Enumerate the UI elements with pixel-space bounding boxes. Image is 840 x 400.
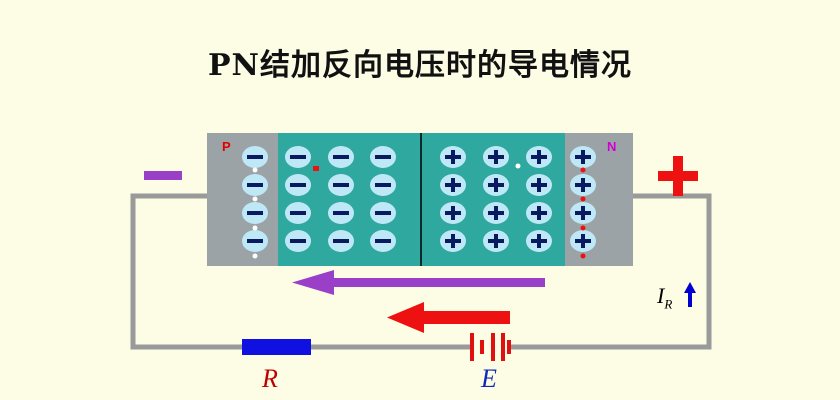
ion-grid xyxy=(242,146,596,252)
pn-junction-block xyxy=(207,133,633,266)
current-label: IR xyxy=(657,283,672,312)
battery xyxy=(470,333,511,361)
plus-sign-icon xyxy=(658,156,698,196)
n-region-label: N xyxy=(607,139,617,154)
p-region-label: P xyxy=(222,139,231,154)
up-arrow-icon xyxy=(684,282,696,307)
plus-ion-icon xyxy=(483,146,509,168)
minus-ion-icon xyxy=(328,230,354,252)
plus-ion-icon xyxy=(526,230,552,252)
plus-ion-icon xyxy=(570,202,596,224)
right-wire xyxy=(511,193,712,350)
plus-ion-icon xyxy=(483,230,509,252)
plus-ion-icon xyxy=(483,202,509,224)
minus-ion-icon xyxy=(370,202,396,224)
minus-ion-icon xyxy=(370,174,396,196)
plus-ion-icon xyxy=(526,174,552,196)
minus-ion-icon xyxy=(328,146,354,168)
plus-ion-icon xyxy=(440,230,466,252)
resistor-label: R xyxy=(262,364,278,393)
minus-ion-icon xyxy=(328,174,354,196)
plus-ion-icon xyxy=(440,202,466,224)
p-boundary-dots xyxy=(252,167,258,259)
current-subscript: R xyxy=(664,296,673,312)
minus-ion-icon xyxy=(370,230,396,252)
plus-ion-icon xyxy=(526,202,552,224)
left-wire xyxy=(130,193,242,350)
plus-ion-icon xyxy=(526,146,552,168)
minus-ion-icon xyxy=(285,202,311,224)
minority-electron xyxy=(515,163,521,169)
circuit-wires xyxy=(130,193,712,350)
page-title: PN结加反向电压时的导电情况 xyxy=(208,48,632,83)
plus-ion-icon xyxy=(440,146,466,168)
minus-ion-icon xyxy=(242,146,268,168)
plus-ion-icon xyxy=(570,146,596,168)
inner-field-arrow xyxy=(292,270,545,295)
battery-label: E xyxy=(481,364,497,393)
current-symbol: I xyxy=(657,283,665,308)
carrier-dots xyxy=(252,163,586,259)
plus-ion-icon xyxy=(483,174,509,196)
minus-ion-icon xyxy=(242,202,268,224)
plus-ion-icon xyxy=(570,230,596,252)
resistor xyxy=(242,339,311,355)
minus-ion-icon xyxy=(242,174,268,196)
plus-ion-icon xyxy=(440,174,466,196)
minus-ion-icon xyxy=(370,146,396,168)
external-field-arrow xyxy=(387,302,510,333)
minus-ion-icon xyxy=(285,146,311,168)
plus-ion-icon xyxy=(570,174,596,196)
minus-sign-icon xyxy=(144,171,182,180)
minority-hole xyxy=(313,166,319,171)
n-boundary-dots xyxy=(580,167,586,259)
p-neutral-region xyxy=(207,133,278,266)
minus-ion-icon xyxy=(285,230,311,252)
minus-ion-icon xyxy=(285,174,311,196)
minus-ion-icon xyxy=(242,230,268,252)
minus-ion-icon xyxy=(328,202,354,224)
